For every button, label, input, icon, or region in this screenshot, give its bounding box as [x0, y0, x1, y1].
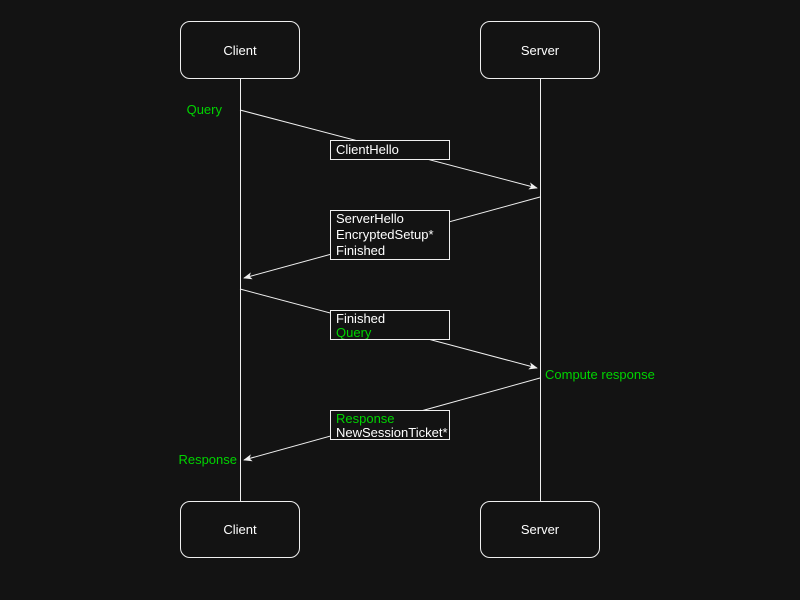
actor-client-bottom-label: Client — [223, 522, 257, 537]
message-line: ClientHello — [336, 142, 399, 157]
message-box-serverhello: ServerHello EncryptedSetup* Finished — [330, 210, 450, 260]
actor-client-bottom: Client — [180, 501, 300, 558]
annotation-compute-response: Compute response — [545, 367, 655, 382]
annotation-response: Response — [178, 452, 237, 467]
actor-server-bottom: Server — [480, 501, 600, 558]
actor-client-top: Client — [180, 21, 300, 79]
message-box-clienthello: ClientHello — [330, 140, 450, 160]
message-line: Query — [336, 325, 372, 340]
message-box-response-ticket: Response NewSessionTicket* — [330, 410, 450, 440]
message-line: NewSessionTicket* — [336, 425, 448, 440]
actor-server-top: Server — [480, 21, 600, 79]
message-line: Finished — [336, 243, 386, 258]
actor-server-top-label: Server — [520, 42, 560, 58]
message-line: EncryptedSetup* — [336, 227, 434, 242]
message-line: Finished — [336, 311, 386, 326]
annotation-query: Query — [186, 102, 222, 117]
message-line: Response — [336, 411, 395, 426]
message-box-finished-query: Finished Query — [330, 310, 450, 340]
actor-client-top-label: Client — [223, 42, 257, 58]
actor-server-bottom-label: Server — [520, 522, 560, 537]
message-line: ServerHello — [336, 211, 404, 226]
